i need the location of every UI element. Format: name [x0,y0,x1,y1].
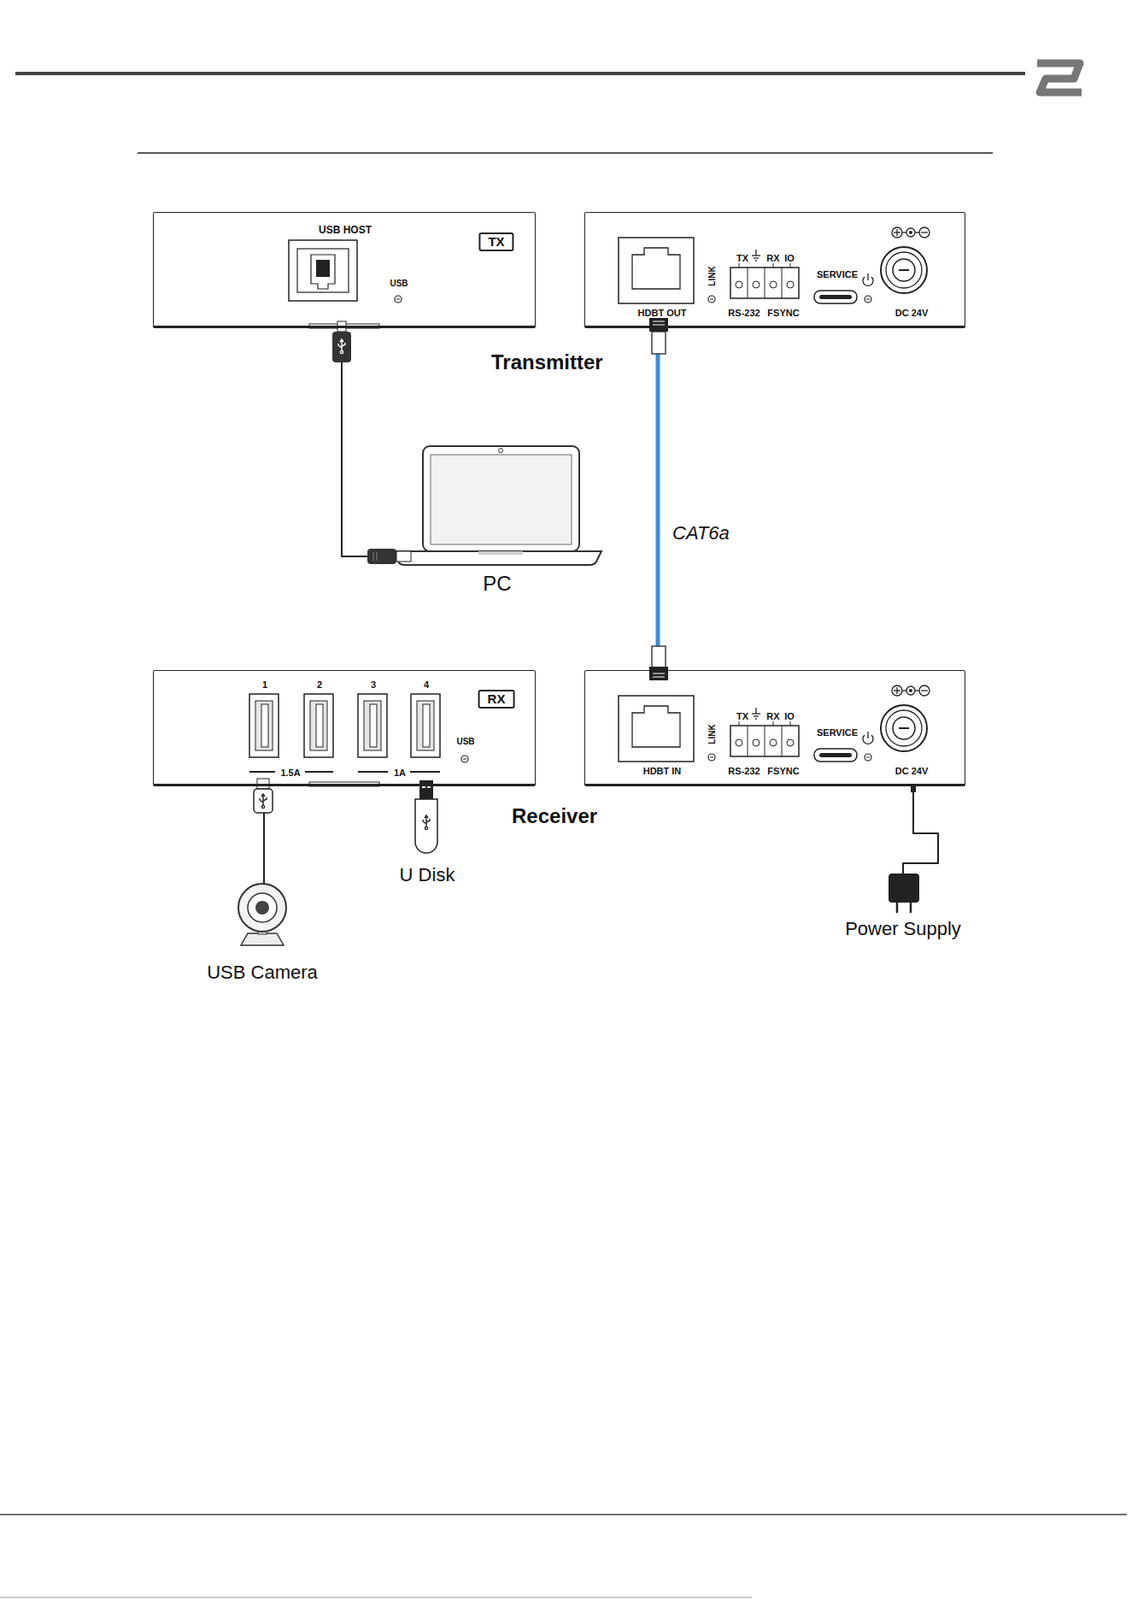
model-badge: RX [478,689,516,709]
tx-front-panel: HDBT OUT LINK TX RX IO RS-232 FSYNC SERVICE DC 2… [584,211,966,329]
panel-label: LINK [707,265,718,286]
cable [903,785,939,874]
panel-label: HDBT IN [643,765,682,777]
brand-logo [1037,63,1082,93]
footer-rule [0,1513,1127,1515]
panel-label: USB [389,278,408,289]
section-rule [137,152,993,154]
unit-title: Transmitter [491,350,604,375]
panel-label: USB HOST [318,224,372,237]
camera-icon [238,883,287,945]
panel-label: USB [456,736,475,747]
panel-label: HDBT OUT [638,307,687,319]
device-label: Power Supply [844,917,962,939]
panel-label: RX [766,710,780,722]
front-panel-hardware [618,685,930,762]
panel-label: SERVICE [816,269,858,281]
panel-label: 3 [370,679,376,691]
usb-host-port [288,240,358,301]
panel-label: FSYNC [767,765,799,777]
panel-label: DC 24V [895,307,929,319]
panel-label: IO [784,710,795,722]
panel-label: 2 [316,679,323,691]
model-badge: TX [478,232,514,252]
panel-label: RS-232 [727,765,760,777]
rx-front-panel: HDBT IN LINK TX RX IO RS-232 FSYNC SERVICE DC 24… [584,669,966,786]
device-label: USB Camera [206,961,318,983]
power-adapter [888,784,920,913]
power-supply-device: Power Supply [830,873,976,942]
cat6a-cable [656,328,661,670]
tx-rear-panel: USB HOST TX USB [152,211,536,329]
usb-flash-drive [415,780,438,853]
front-panel-hardware [618,227,930,304]
panel-label: 4 [423,679,429,691]
cable [341,328,393,557]
rj45-plug [649,317,669,681]
panel-label: SERVICE [816,727,858,739]
footer-rule [0,1596,752,1598]
panel-label: LINK [707,723,718,744]
panel-label: 1A [393,767,406,779]
panel-label: RX [766,252,780,264]
current-bracket [249,770,440,773]
panel-label: 1.5A [280,767,300,779]
pc-device: PC [392,439,602,599]
unit-title: Receiver [511,803,598,828]
header-rule [15,63,1082,93]
device-label: PC [482,571,511,596]
usb-a-ports [249,693,440,757]
rx-rear-panel: 1 2 3 4RX USB 1.5A 1A [152,669,536,786]
panel-label: RS-232 [727,307,760,319]
panel-label: 1 [262,679,268,691]
panel-label: TX [736,252,749,264]
usb-plug [253,321,411,813]
laptop-icon [392,445,602,565]
panel-label: FSYNC [767,307,799,319]
flash-drive-device: U Disk [388,773,466,889]
camera-device: USB Camera [192,883,334,991]
panel-label: TX [736,710,749,722]
panel-label: IO [784,252,795,264]
device-label: U Disk [399,863,456,886]
cable-label: CAT6a [669,522,733,544]
panel-label: DC 24V [895,765,929,777]
